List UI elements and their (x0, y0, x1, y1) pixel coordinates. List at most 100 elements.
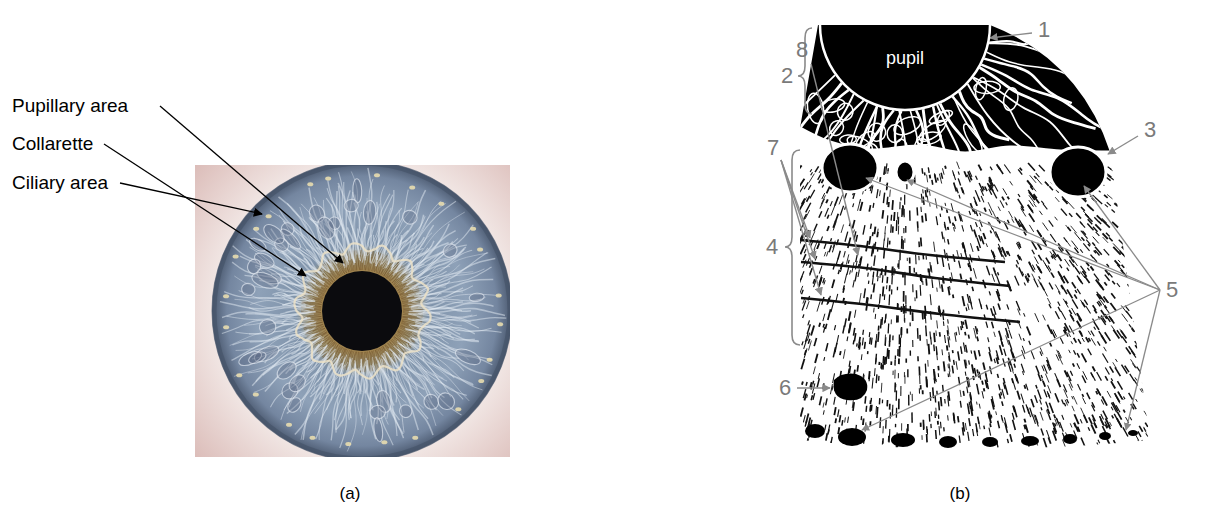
iris-striation (853, 230, 855, 233)
iris-striation (1117, 283, 1120, 287)
iris-striation (1040, 347, 1043, 354)
iris-photo (195, 165, 510, 457)
iris-striation (1032, 274, 1035, 280)
iris-striation (983, 426, 985, 430)
iris-striation (900, 197, 901, 200)
iris-striation (953, 173, 954, 176)
iris-striation (804, 182, 808, 189)
iris-crypt (453, 346, 482, 368)
iris-striation (843, 349, 845, 358)
iris-striation (977, 246, 979, 251)
iris-striation (1093, 419, 1097, 428)
iris-striation (1045, 263, 1050, 272)
iris-striation (899, 346, 901, 357)
iris-striation (899, 335, 901, 345)
iris-fiber (319, 358, 345, 440)
iris-striation (970, 225, 972, 231)
iris-striation (1061, 209, 1067, 216)
iris-striation (944, 361, 945, 371)
iris-striation (834, 418, 837, 423)
iris-striation (854, 310, 855, 318)
iris-striation (1012, 378, 1013, 383)
iris-striation (844, 417, 846, 422)
iris-striation (1126, 347, 1131, 354)
iris-striation (921, 435, 922, 440)
iris-striation (1055, 197, 1059, 202)
iris-striation (806, 301, 809, 309)
iris-striation (869, 236, 870, 245)
iris-striation (968, 304, 969, 310)
iris-striation (883, 193, 884, 203)
iris-striation (884, 294, 886, 300)
iris-striation (805, 350, 806, 355)
iris-striation (835, 197, 838, 206)
iris-striation (1087, 393, 1090, 399)
iris-striation (947, 319, 949, 323)
iris-striation (961, 187, 963, 193)
iris-striation (1086, 337, 1089, 342)
iris-striation (981, 381, 984, 385)
iris-striation (1057, 254, 1061, 261)
iris-striation (929, 331, 931, 339)
iris-striation (1041, 375, 1042, 378)
iris-striation (1096, 232, 1100, 236)
iris-crypt (250, 270, 280, 292)
iris-striation (853, 280, 854, 287)
iris-spot (307, 182, 313, 186)
iris-striation (807, 324, 810, 334)
iris-striation (930, 294, 931, 305)
iris-striation (998, 421, 1000, 428)
iris-striation (1007, 333, 1009, 338)
iris-striation (1123, 410, 1125, 413)
iris-striation (843, 285, 844, 290)
iris-striation (1004, 349, 1006, 356)
iris-striation (892, 405, 893, 415)
iris-striation (911, 412, 913, 422)
iris-striation (936, 320, 938, 328)
iris-striation (891, 289, 893, 294)
iris-striation (862, 191, 864, 194)
iris-striation (1032, 250, 1035, 255)
iris-striation (1055, 373, 1059, 382)
iris-striation (1009, 340, 1012, 350)
iris-striation (959, 195, 960, 199)
iris-striation (873, 308, 875, 313)
iris-striation (948, 395, 949, 406)
iris-striation (806, 203, 811, 213)
iris-striation (1083, 243, 1089, 251)
iris-striation (1010, 434, 1012, 442)
iris-striation (1136, 399, 1138, 402)
iris-striation (1063, 385, 1066, 393)
iris-striation (922, 420, 924, 430)
iris-striation (1102, 396, 1107, 405)
iris-striation (976, 402, 978, 405)
iris-striation (879, 398, 881, 404)
iris-striation (868, 371, 871, 379)
iris-striation (1049, 283, 1053, 290)
iris-striation (909, 210, 911, 220)
iris-striation (1113, 330, 1119, 339)
iris-striation (1135, 235, 1142, 241)
iris-striation (834, 397, 835, 405)
iris-spot (310, 436, 316, 440)
iris-striation (1080, 331, 1082, 335)
iris-striation (1070, 314, 1074, 321)
iris-striation (826, 251, 828, 256)
iris-striation (1039, 233, 1041, 236)
iris-spot (478, 379, 484, 383)
iris-crypt (363, 200, 377, 225)
iris-striation (811, 420, 812, 425)
iris-striation (952, 295, 954, 299)
iris-striation (936, 288, 938, 292)
iris-striation (1073, 350, 1075, 354)
iris-striation (907, 258, 908, 261)
iris-striation (1128, 210, 1135, 216)
iris-striation (877, 189, 878, 198)
iris-striation (1147, 253, 1150, 255)
iris-striation (826, 398, 827, 405)
iris-striation (802, 341, 803, 345)
iris-fiber (397, 349, 435, 385)
iris-striation (1034, 257, 1038, 264)
iris-striation (887, 348, 889, 357)
iris-striation (1119, 178, 1126, 183)
